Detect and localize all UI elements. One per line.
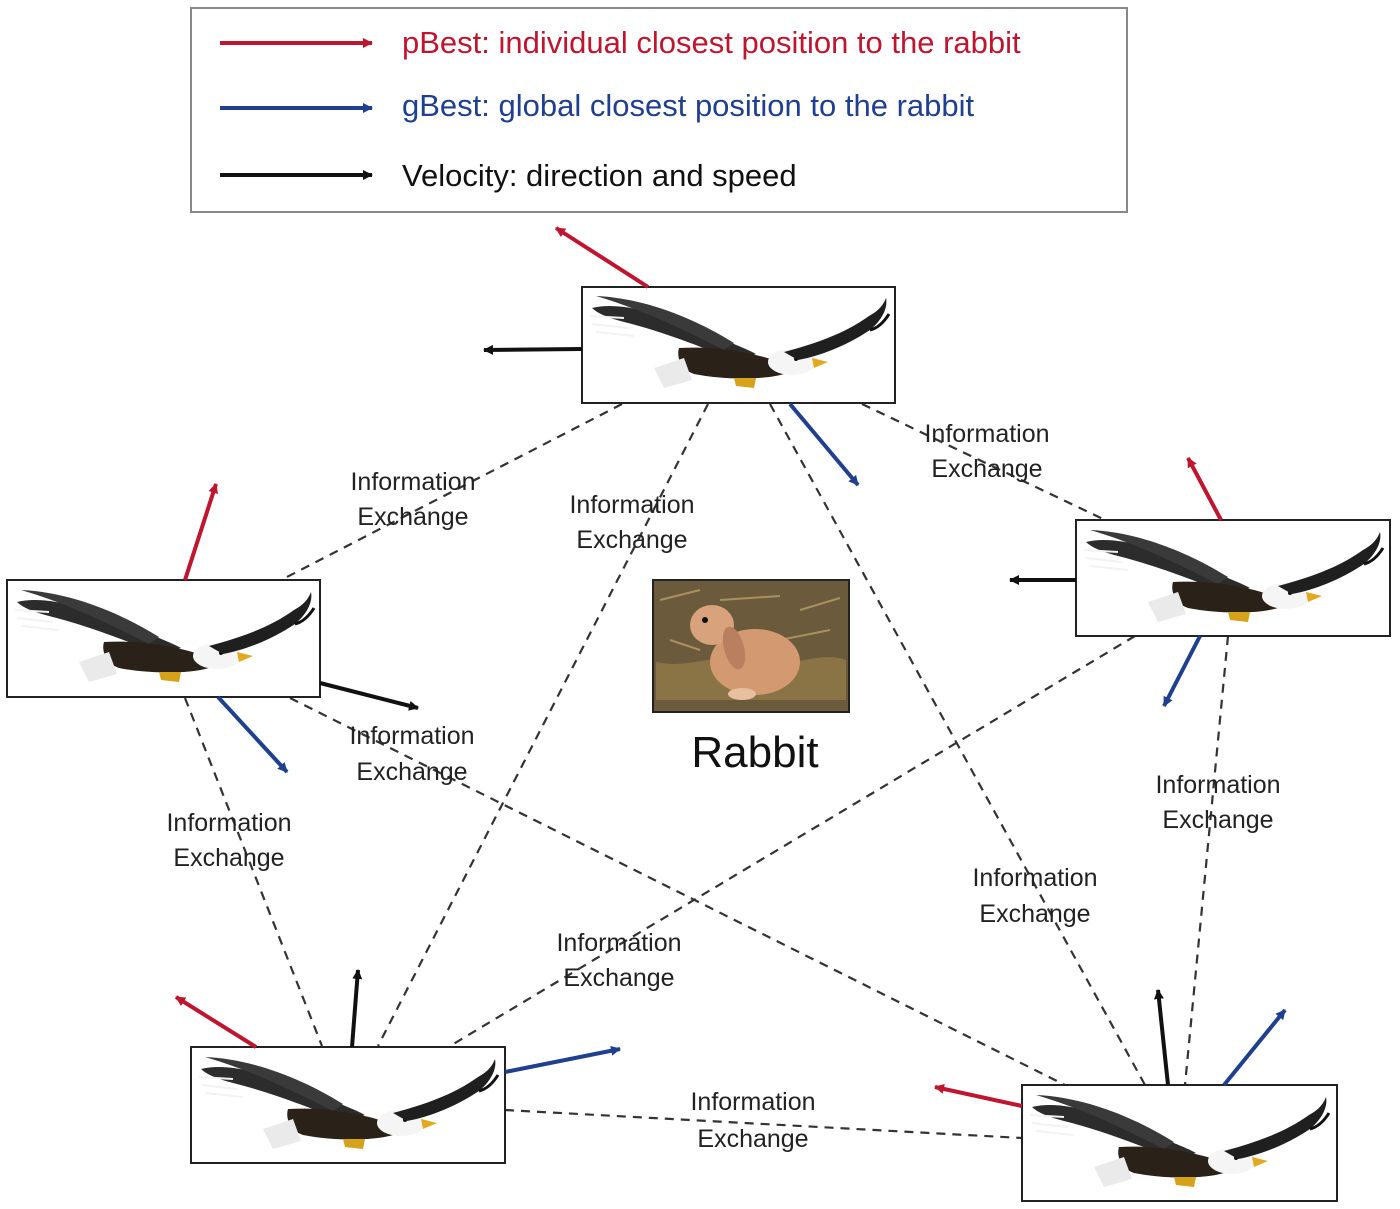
edge-left-bottomright	[289, 697, 1066, 1086]
edge-left-bottomleft	[183, 697, 324, 1047]
eagle-bottom-right	[934, 989, 1338, 1202]
velocity-arrow	[319, 681, 419, 711]
edge-top-bottomleft	[377, 403, 709, 1047]
info-label-line1: Information	[690, 1088, 815, 1116]
edge-right-bottomright	[1183, 635, 1230, 1086]
velocity-arrow	[350, 969, 363, 1048]
info-label-line1: Information	[569, 491, 694, 519]
info-label-line1: Information	[1155, 771, 1280, 799]
velocity-arrow	[483, 344, 583, 355]
info-label-line2: Exchange	[356, 758, 467, 786]
edge-labels: Information Exchange Information Exchang…	[166, 420, 1280, 1153]
eagle-top	[483, 226, 896, 487]
info-label-line1: Information	[166, 809, 291, 837]
info-label-line2: Exchange	[576, 526, 687, 554]
eagle-right	[1009, 457, 1391, 707]
info-exchange-label: Information Exchange	[350, 468, 475, 531]
eagle-left	[6, 483, 419, 774]
eagle-bottom-left	[174, 969, 621, 1164]
gbest-arrow	[1162, 635, 1202, 707]
info-label-line2: Exchange	[357, 503, 468, 531]
gbest-arrow	[788, 402, 860, 487]
rabbit-target: Rabbit	[652, 579, 850, 777]
info-exchange-label: Information Exchange	[972, 864, 1097, 928]
gbest-arrow	[504, 1045, 621, 1074]
information-exchange-edges	[183, 403, 1230, 1140]
pbest-arrow	[554, 226, 650, 289]
info-label-line2: Exchange	[979, 900, 1090, 928]
edge-bottomleft-bottomright	[504, 1108, 1023, 1140]
info-exchange-label: Information Exchange	[569, 491, 694, 554]
pbest-arrow	[183, 483, 218, 581]
info-label-line2: Exchange	[1162, 806, 1273, 834]
gbest-arrow	[1222, 1008, 1287, 1087]
info-label-line1: Information	[349, 722, 474, 750]
info-exchange-label: Information Exchange	[349, 722, 474, 786]
info-label-line1: Information	[972, 864, 1097, 892]
info-label-line1: Information	[556, 929, 681, 957]
velocity-legend-label: Velocity: direction and speed	[402, 158, 797, 193]
info-label-line1: Information	[924, 420, 1049, 448]
edge-right-bottomleft	[449, 635, 1136, 1047]
rabbit-label: Rabbit	[691, 728, 818, 777]
info-exchange-label: Information Exchange	[924, 420, 1049, 483]
velocity-arrow	[1153, 989, 1170, 1086]
info-label-line2: Exchange	[173, 844, 284, 872]
info-exchange-label: Information Exchange	[166, 809, 291, 872]
pbest-arrow	[1186, 457, 1223, 521]
info-exchange-label: Information Exchange	[556, 929, 681, 992]
gbest-legend-label: gBest: global closest position to the ra…	[402, 88, 975, 123]
info-label-line2: Exchange	[563, 964, 674, 992]
edge-top-right	[861, 403, 1106, 521]
edge-top-bottomright	[769, 403, 1146, 1086]
info-label-line1: Information	[350, 468, 475, 496]
info-exchange-label: Information Exchange	[690, 1088, 815, 1153]
pbest-arrow	[174, 995, 258, 1049]
info-exchange-label: Information Exchange	[1155, 771, 1280, 834]
legend: pBest: individual closest position to th…	[190, 7, 1128, 213]
info-label-line2: Exchange	[697, 1125, 808, 1153]
pbest-legend-label: pBest: individual closest position to th…	[402, 25, 1021, 60]
gbest-arrow	[216, 695, 289, 774]
info-label-line2: Exchange	[931, 455, 1042, 483]
pbest-arrow	[934, 1084, 1023, 1108]
rabbit-photo	[656, 589, 846, 700]
